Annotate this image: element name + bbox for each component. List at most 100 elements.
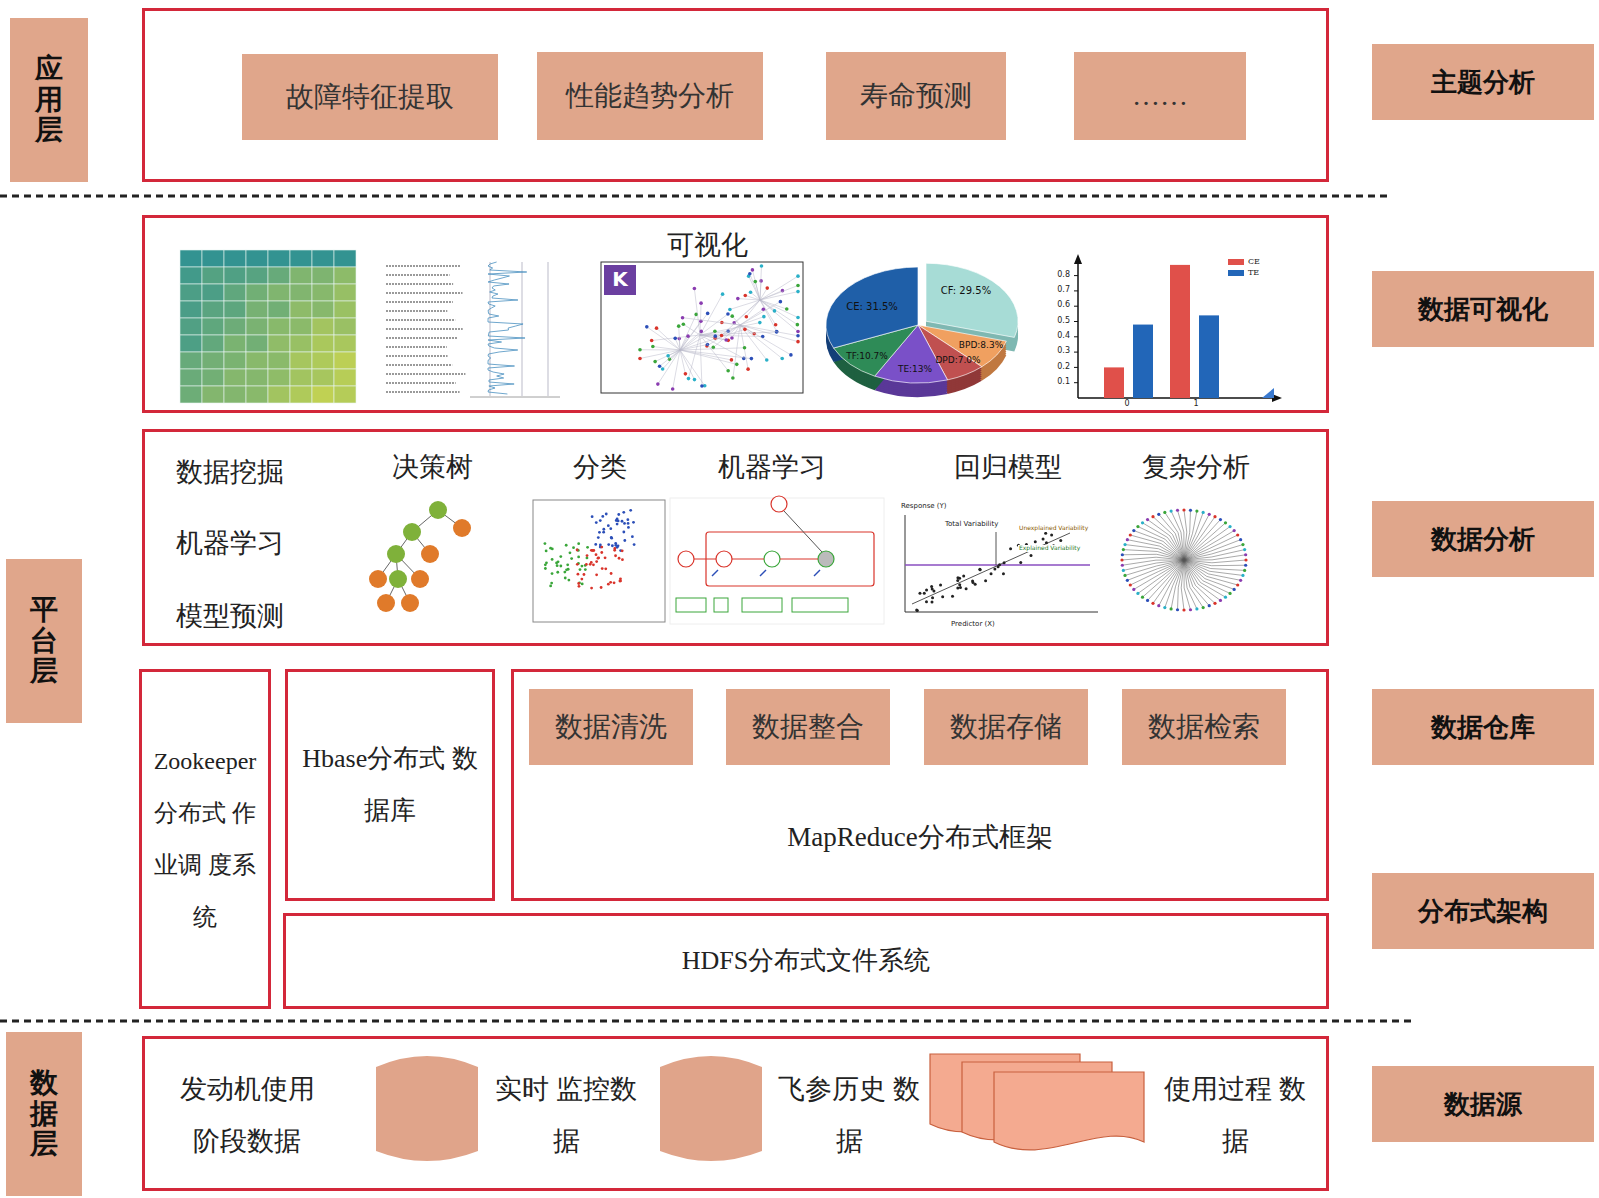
node-text: HDFS分布式文件系统 xyxy=(682,935,930,987)
figure-label: CF: 29.5% xyxy=(941,285,991,296)
figure-label: 0.1 xyxy=(1057,378,1070,387)
function-box: 数据检索 xyxy=(1122,689,1286,765)
figure-label: BPD:8.3% xyxy=(959,341,1003,351)
module-frame: Zookeeper 分布式 作业调 度系统 xyxy=(139,669,271,1009)
figure-label: 1 xyxy=(1193,400,1198,409)
figure-label: 0.8 xyxy=(1057,271,1070,280)
figure-label: Total Variability xyxy=(944,521,999,529)
figure-label: Unexplained Variability xyxy=(1018,525,1089,532)
module-frame: HDFS分布式文件系统 xyxy=(283,913,1329,1009)
figure-label: TF:10.7% xyxy=(846,352,888,362)
layer-label: 数据层 xyxy=(6,1032,82,1196)
node-text: 使用过程 数据 xyxy=(1160,1063,1310,1167)
figure-label: 0.7 xyxy=(1057,286,1070,295)
node-text: 平台层 xyxy=(30,595,58,687)
layer-divider xyxy=(0,1020,1415,1023)
function-box: 性能趋势分析 xyxy=(537,52,763,140)
function-box: 数据整合 xyxy=(726,689,890,765)
node-text: 数据检索 xyxy=(1148,708,1260,746)
data-source-icons xyxy=(376,1054,1144,1161)
number-list-figure xyxy=(386,262,560,397)
node-text: 可视化 xyxy=(667,228,748,262)
node-text: Zookeeper 分布式 作业调 度系统 xyxy=(147,735,263,943)
module-frame: 发动机使用 阶段数据 实时 监控数据 飞参历史 数据 使用过程 数据 xyxy=(142,1036,1329,1191)
figure-label: CE: 31.5% xyxy=(846,301,898,312)
category-tag: 数据源 xyxy=(1372,1066,1594,1142)
classification-figure xyxy=(544,509,636,590)
module-frame: Hbase分布式 数据库 xyxy=(285,669,495,901)
heatmap-figure xyxy=(180,250,356,403)
figure-label: Response (Y) xyxy=(900,503,948,511)
legend-swatch xyxy=(1228,270,1244,276)
node-text: 发动机使用 阶段数据 xyxy=(172,1063,322,1167)
function-box: 数据清洗 xyxy=(529,689,693,765)
node-text: 性能趋势分析 xyxy=(566,77,734,115)
node-text: 实时 监控数据 xyxy=(491,1063,641,1167)
module-frame: 数据清洗 数据整合 数据存储 数据检索 MapReduce分布式框架 xyxy=(511,669,1329,901)
node-text: 数据源 xyxy=(1444,1087,1522,1122)
legend-text: TE xyxy=(1248,268,1259,277)
radial-tree-figure xyxy=(1120,508,1247,611)
function-box: 故障特征提取 xyxy=(242,54,498,140)
category-tag: 主题分析 xyxy=(1372,44,1594,120)
node-text: …… xyxy=(1132,80,1188,112)
figure-label: 0.4 xyxy=(1057,332,1070,341)
scatter-frame xyxy=(533,500,665,622)
node-text: 应用层 xyxy=(35,54,63,146)
node-text: 回归模型 xyxy=(954,450,1062,484)
node-text: 机器学习 xyxy=(718,450,826,484)
node-text: 飞参历史 数据 xyxy=(774,1063,924,1167)
figure-label: 0.6 xyxy=(1057,301,1070,310)
module-frame: 数据挖掘机器学习模型预测决策树分类机器学习回归模型复杂分析 xyxy=(142,429,1329,646)
k-badge xyxy=(604,265,636,295)
figure-label: 0 xyxy=(1124,400,1129,409)
node-text: 决策树 xyxy=(392,450,473,484)
network-figure xyxy=(638,264,800,391)
figure-label: Explained Variability xyxy=(1018,545,1081,552)
node-text: 寿命预测 xyxy=(860,77,972,115)
network-frame xyxy=(601,262,803,393)
node-text: 故障特征提取 xyxy=(286,78,454,116)
decision-tree-figure xyxy=(369,501,471,612)
figure-label: 0.3 xyxy=(1057,347,1070,356)
layer-label: 应用层 xyxy=(10,18,88,182)
function-box: …… xyxy=(1074,52,1246,140)
function-box: 寿命预测 xyxy=(826,52,1006,140)
figure-label: 0.2 xyxy=(1057,363,1070,372)
category-tag: 数据可视化 xyxy=(1372,271,1594,347)
node-text: 主题分析 xyxy=(1431,65,1535,100)
node-text: 数据可视化 xyxy=(1418,292,1548,327)
node-text: 数据仓库 xyxy=(1431,710,1535,745)
node-text: 复杂分析 xyxy=(1142,450,1250,484)
node-text: 数据存储 xyxy=(950,708,1062,746)
node-text: 机器学习 xyxy=(176,526,284,560)
figure-label: Predictor (X) xyxy=(950,621,996,629)
category-tag: 分布式架构 xyxy=(1372,873,1594,949)
legend-swatch xyxy=(1228,259,1244,265)
figure-label: TE:13% xyxy=(898,365,932,375)
node-text: 分布式架构 xyxy=(1418,894,1548,929)
pie-figure xyxy=(826,263,1018,397)
layer-label: 平台层 xyxy=(6,559,82,723)
node-text: 分类 xyxy=(573,450,627,484)
node-text: 数据整合 xyxy=(752,708,864,746)
category-tag: 数据仓库 xyxy=(1372,689,1594,765)
node-text: MapReduce分布式框架 xyxy=(787,820,1052,854)
node-text: 数据层 xyxy=(30,1068,58,1160)
ml-figure xyxy=(670,496,884,624)
module-frame: 可视化 xyxy=(142,215,1329,413)
layer-divider xyxy=(0,195,1390,198)
node-text: 数据分析 xyxy=(1431,522,1535,557)
figure-label: 0.5 xyxy=(1057,317,1070,326)
module-frame: 故障特征提取 性能趋势分析 寿命预测 …… xyxy=(142,8,1329,182)
regression-figure xyxy=(905,515,1098,612)
figure-label: K xyxy=(612,268,628,290)
node-text: 数据挖掘 xyxy=(176,455,284,489)
bar-chart-figure xyxy=(1074,254,1282,402)
node-text: 模型预测 xyxy=(176,599,284,633)
legend-text: CE xyxy=(1248,257,1260,266)
category-tag: 数据分析 xyxy=(1372,501,1594,577)
figure-label: DPD:7.0% xyxy=(935,356,980,366)
node-text: 数据清洗 xyxy=(555,708,667,746)
node-text: Hbase分布式 数据库 xyxy=(295,733,485,837)
